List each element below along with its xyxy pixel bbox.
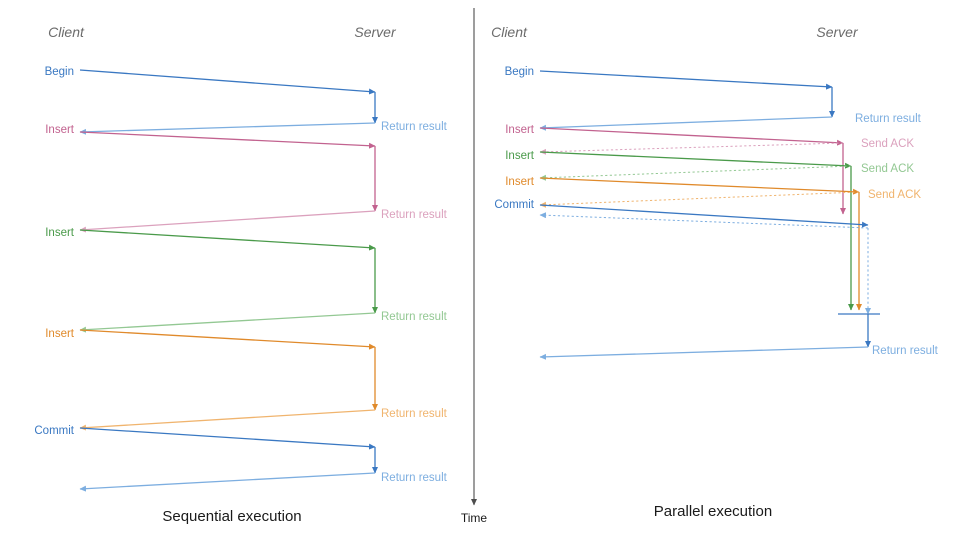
message-label-seq-insert1-res: Return result [381,209,448,221]
message-line-par-commit-req [539,204,869,228]
message-label-par-insert1-ack: Send ACK [861,138,914,150]
message-line-par-insert1-req [539,127,844,146]
message-label-par-commit-res: Return result [872,345,939,357]
message-line-par-commit-ack [539,212,869,229]
message-label-seq-insert3-req: Insert [45,328,75,340]
message-label-seq-commit-res: Return result [381,472,448,484]
message-line-par-begin-res [539,116,833,131]
message-label-par-insert3-ack: Send ACK [868,189,921,201]
lane-header-client: Client [48,24,85,40]
message-line-par-begin-req [539,70,833,90]
message-line-par-insert2-ack [539,165,852,181]
lane-header-server: Server [816,24,859,40]
panel-caption-parallel: Parallel execution [654,503,772,520]
time-axis-label: Time [461,511,488,525]
message-label-seq-begin-req: Begin [45,66,74,78]
message-label-seq-insert3-res: Return result [381,408,448,420]
message-line-seq-commit-req [79,427,376,450]
message-line-seq-begin-res [79,122,376,135]
message-line-seq-commit-res [79,472,376,492]
message-label-par-begin-req: Begin [505,66,534,78]
message-label-seq-commit-req: Commit [34,425,74,437]
message-label-par-commit-req: Commit [494,199,534,211]
lane-header-server: Server [354,24,397,40]
message-label-par-insert2-ack: Send ACK [861,163,914,175]
message-line-seq-insert3-req [79,329,376,350]
message-label-par-insert1-req: Insert [505,124,535,136]
message-line-par-commit-res [539,346,869,360]
message-label-par-insert2-req: Insert [505,150,535,162]
message-label-seq-insert2-req: Insert [45,227,75,239]
message-line-par-insert3-ack [539,191,860,208]
message-line-par-insert3-req [539,177,860,195]
message-line-seq-insert2-res [79,312,376,333]
lane-header-client: Client [491,24,528,40]
message-label-seq-insert1-req: Insert [45,124,75,136]
message-line-par-insert2-req [539,151,852,169]
message-line-seq-insert1-res [79,210,376,233]
message-line-seq-begin-req [79,69,376,95]
message-label-par-insert3-req: Insert [505,176,535,188]
message-label-par-begin-res: Return result [855,113,922,125]
message-line-seq-insert2-req [79,229,376,251]
message-line-seq-insert1-req [79,131,376,149]
panel-caption-sequential: Sequential execution [162,508,301,525]
message-label-seq-insert2-res: Return result [381,311,448,323]
message-label-seq-begin-res: Return result [381,121,448,133]
message-line-seq-insert3-res [79,409,376,431]
message-line-par-insert1-ack [539,142,844,155]
time-axis-layer: Time [461,8,488,525]
